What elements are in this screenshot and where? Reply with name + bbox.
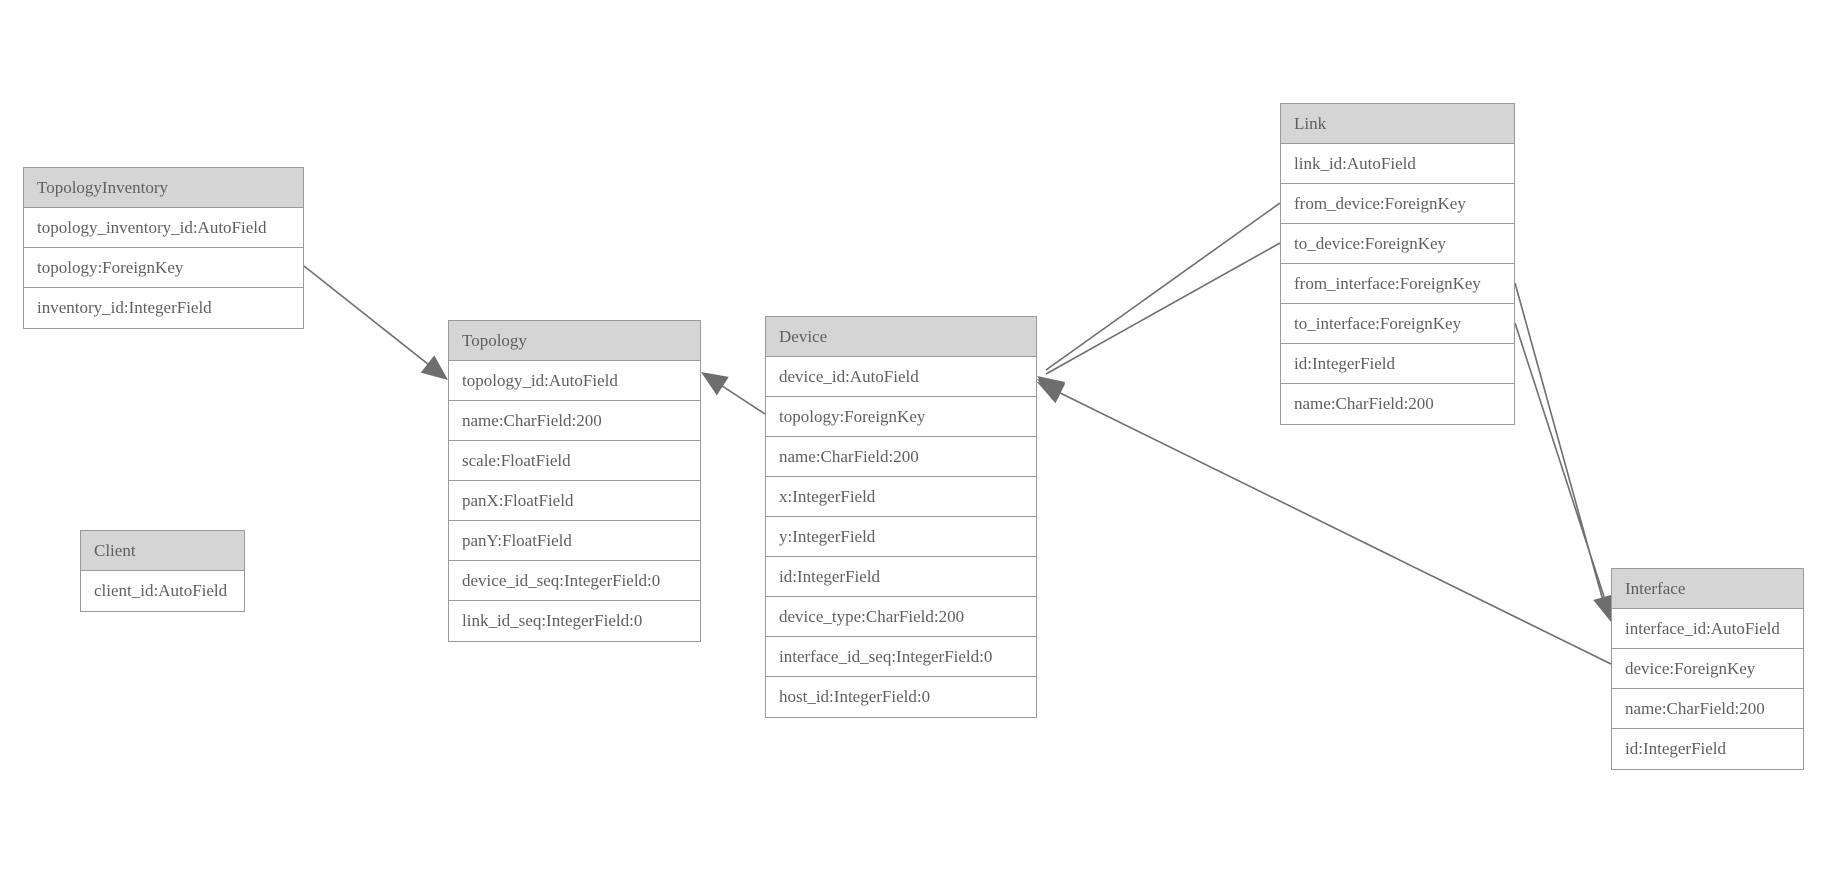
entity-field: topology:ForeignKey [24, 248, 303, 288]
entity-field: x:IntegerField [766, 477, 1036, 517]
entity-field: topology_id:AutoField [449, 361, 700, 401]
entity-field: link_id_seq:IntegerField:0 [449, 601, 700, 641]
entity-field: name:CharField:200 [449, 401, 700, 441]
entity-field: from_device:ForeignKey [1281, 184, 1514, 224]
entity-field: host_id:IntegerField:0 [766, 677, 1036, 717]
entity-field: id:IntegerField [1281, 344, 1514, 384]
rel-link-frominterface [1514, 282, 1615, 622]
relationship-line [1514, 282, 1606, 609]
entity-field: topology_inventory_id:AutoField [24, 208, 303, 248]
relationship-line [1045, 242, 1281, 375]
entity-title-interface: Interface [1612, 569, 1803, 609]
entity-title-topology_inventory: TopologyInventory [24, 168, 303, 208]
entity-field: id:IntegerField [1612, 729, 1803, 769]
rel-topologyinventory-topology [303, 265, 448, 380]
rel-link-tointerface [1514, 322, 1617, 624]
entity-field: interface_id_seq:IntegerField:0 [766, 637, 1036, 677]
entity-field: client_id:AutoField [81, 571, 244, 611]
rel-link-todevice [1037, 242, 1281, 402]
entity-field: device_id:AutoField [766, 357, 1036, 397]
rel-link-fromdevice [1037, 202, 1281, 400]
entity-field: name:CharField:200 [1281, 384, 1514, 424]
entity-field: device:ForeignKey [1612, 649, 1803, 689]
entity-field: id:IntegerField [766, 557, 1036, 597]
entity-field: inventory_id:IntegerField [24, 288, 303, 328]
entity-title-client: Client [81, 531, 244, 571]
entity-title-link: Link [1281, 104, 1514, 144]
entity-field: topology:ForeignKey [766, 397, 1036, 437]
entity-title-topology: Topology [449, 321, 700, 361]
entity-field: to_device:ForeignKey [1281, 224, 1514, 264]
entity-field: scale:FloatField [449, 441, 700, 481]
rel-device-topology [701, 372, 766, 415]
entity-field: panY:FloatField [449, 521, 700, 561]
entity-field: interface_id:AutoField [1612, 609, 1803, 649]
entity-field: to_interface:ForeignKey [1281, 304, 1514, 344]
relationship-arrowhead [1037, 382, 1066, 404]
relationship-line [1514, 322, 1610, 613]
entity-field: from_interface:ForeignKey [1281, 264, 1514, 304]
entity-field: device_id_seq:IntegerField:0 [449, 561, 700, 601]
relationship-line [303, 265, 444, 377]
entity-field: link_id:AutoField [1281, 144, 1514, 184]
entity-field: panX:FloatField [449, 481, 700, 521]
relationship-line [1045, 202, 1281, 371]
relationship-line [1045, 385, 1612, 665]
relationship-line [709, 377, 766, 415]
entity-title-device: Device [766, 317, 1036, 357]
entity-field: name:CharField:200 [1612, 689, 1803, 729]
entity-field: name:CharField:200 [766, 437, 1036, 477]
entity-field: device_type:CharField:200 [766, 597, 1036, 637]
entity-field: y:IntegerField [766, 517, 1036, 557]
